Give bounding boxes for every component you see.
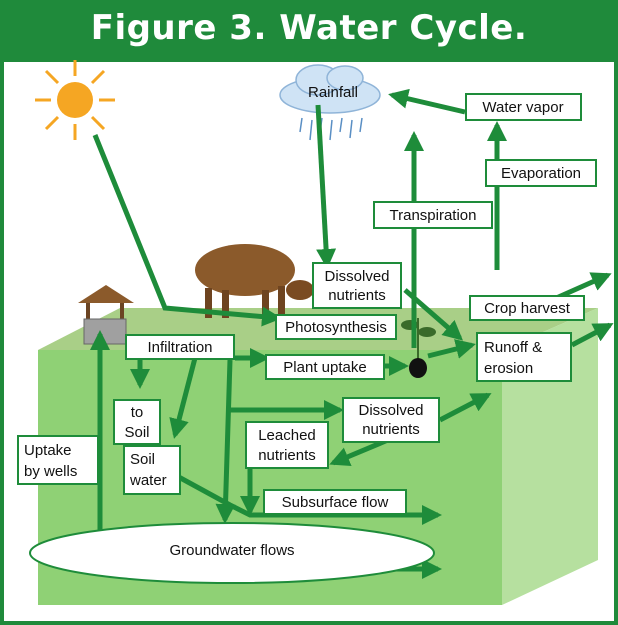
arrow-dissolved-to-runoff-lower [438,392,492,423]
crop-harvest-label: Crop harvest [484,300,571,317]
cow-icon [195,244,314,318]
plant-uptake-label: Plant uptake [283,359,366,376]
transpiration-label: Transpiration [390,207,477,224]
arrow-vapor-to-rainfall [388,88,466,115]
leached-nutrients-label-2: nutrients [258,447,316,464]
photosynthesis-box [275,314,397,340]
arrow-dissolved-to-leached [329,437,389,467]
arrow-runoff-out [570,322,614,348]
evaporation-label: Evaporation [501,165,581,182]
arrow-infiltration-down [215,359,236,524]
photosynthesis-label: Photosynthesis [285,319,387,336]
to-soil-box [113,399,161,445]
soil-side-face [502,308,598,605]
to-soil-label-1: to [131,404,144,421]
uptake-wells-box [17,435,99,485]
dissolved-nutrients-mid-label-2: nutrients [362,421,420,438]
leached-nutrients-box [245,421,329,469]
groundwater-flows-label: Groundwater flows [169,542,294,559]
uptake-wells-label-1: Uptake [24,442,72,459]
water-vapor-box [465,93,582,121]
soil-water-label-1: Soil [130,451,155,468]
runoff-label-2: erosion [484,360,533,377]
groundwater-ellipse [29,522,435,584]
dissolved-nutrients-top-box [312,262,402,309]
runoff-box [476,332,572,382]
dissolved-nutrients-top-label-2: nutrients [328,287,386,304]
infiltration-box [125,334,235,360]
leached-nutrients-label-1: Leached [258,427,316,444]
figure-title: Figure 3. Water Cycle. [90,8,528,48]
uptake-wells-label-2: by wells [24,463,77,480]
soil-water-box [123,445,181,495]
subsurface-flow-label: Subsurface flow [282,494,389,511]
dissolved-nutrients-mid-label-1: Dissolved [358,402,423,419]
arrow-infiltration-to-soilwater [169,357,198,439]
arrow-rainfall-down [315,104,337,269]
dissolved-nutrients-mid-box [342,397,440,443]
runoff-label-1: Runoff & [484,339,542,356]
dissolved-nutrients-top-label-1: Dissolved [324,268,389,285]
rainfall-label: Rainfall [308,84,358,101]
subsurface-flow-box [263,489,407,515]
title-bar: Figure 3. Water Cycle. [0,0,618,62]
rain-cloud-icon [279,64,381,141]
infiltration-label: Infiltration [147,339,212,356]
arrow-sun-to-photosynthesis [92,134,282,327]
crop-harvest-box [469,295,585,321]
transpiration-box [373,201,493,229]
water-vapor-label: Water vapor [482,99,563,116]
plant-uptake-box [265,354,385,380]
to-soil-label-2: Soil [124,424,149,441]
evaporation-box [485,159,597,187]
sun-icon [35,60,115,140]
arrow-plant-to-runoff [427,339,476,359]
soil-water-label-2: water [129,472,167,489]
